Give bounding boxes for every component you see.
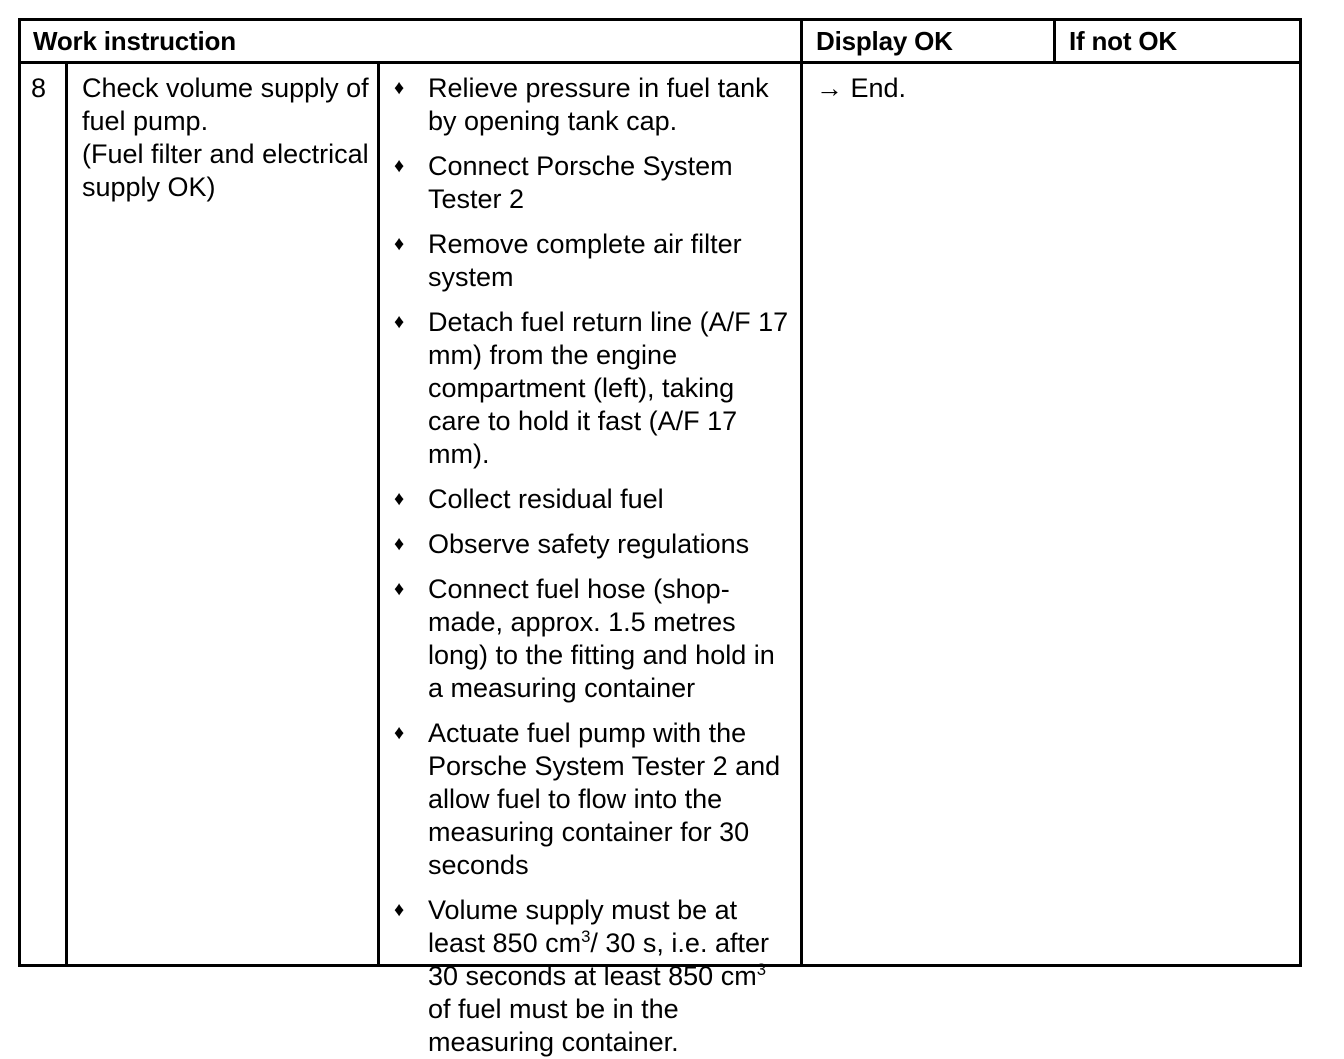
display-ok-value: → End. [803,64,1053,105]
step-text: Remove complete air filter system [428,229,742,292]
step-text: Connect fuel hose (shop-made, approx. 1.… [428,574,775,703]
step-text: Relieve pressure in fuel tank by opening… [428,73,769,136]
step-item: ♦ Connect Porsche System Tester 2 [390,150,790,216]
task-description-text: Check volume supply of fuel pump. (Fuel … [82,73,369,202]
diamond-bullet-icon: ♦ [394,77,405,99]
step-text: Observe safety regulations [428,529,750,559]
step-item: ♦ Collect residual fuel [390,483,790,516]
diamond-bullet-icon: ♦ [394,155,405,177]
column-header-display-ok: Display OK [800,21,1053,61]
diamond-bullet-icon: ♦ [394,578,405,600]
diamond-bullet-icon: ♦ [394,899,405,921]
table-row: 8 Check volume supply of fuel pump. (Fue… [21,64,1299,1057]
work-instruction-table: Work instruction Display OK If not OK 8 … [18,18,1302,1057]
diamond-bullet-icon: ♦ [394,233,405,255]
step-text: Connect Porsche System Tester 2 [428,151,733,214]
display-ok-text: → End. [816,73,907,103]
step-item: ♦ Connect fuel hose (shop-made, approx. 1… [390,573,790,705]
column-divider-number [65,64,68,967]
task-description: Check volume supply of fuel pump. (Fuel … [68,64,377,204]
step-list-cell: ♦ Relieve pressure in fuel tank by openin… [380,64,800,1059]
diamond-bullet-icon: ♦ [394,311,405,333]
column-header-if-not-ok: If not OK [1053,21,1299,61]
step-text: Collect residual fuel [428,484,664,514]
diamond-bullet-icon: ♦ [394,533,405,555]
step-item: ♦ Observe safety regulations [390,528,790,561]
step-list: ♦ Relieve pressure in fuel tank by openin… [390,72,790,1059]
step-text: Actuate fuel pump with the Porsche Syste… [428,718,781,880]
step-item: ♦ Volume supply must be at least 850 cm3/… [390,894,790,1059]
table-header-row: Work instruction Display OK If not OK [21,21,1299,64]
if-not-ok-value [1053,64,1299,72]
column-divider-task [377,64,380,967]
step-item: ♦ Remove complete air filter system [390,228,790,294]
step-item: ♦ Detach fuel return line (A/F 17 mm) fro… [390,306,790,471]
diamond-bullet-icon: ♦ [394,722,405,744]
step-text: Volume supply must be at least 850 cm3/ … [428,895,769,1057]
step-item: ♦ Actuate fuel pump with the Porsche Syst… [390,717,790,882]
column-divider-display-ok [800,64,803,967]
step-text: Detach fuel return line (A/F 17 mm) from… [428,307,789,469]
column-header-work-instruction: Work instruction [33,25,236,56]
row-number: 8 [31,73,47,103]
step-item: ♦ Relieve pressure in fuel tank by openin… [390,72,790,138]
diamond-bullet-icon: ♦ [394,488,405,510]
